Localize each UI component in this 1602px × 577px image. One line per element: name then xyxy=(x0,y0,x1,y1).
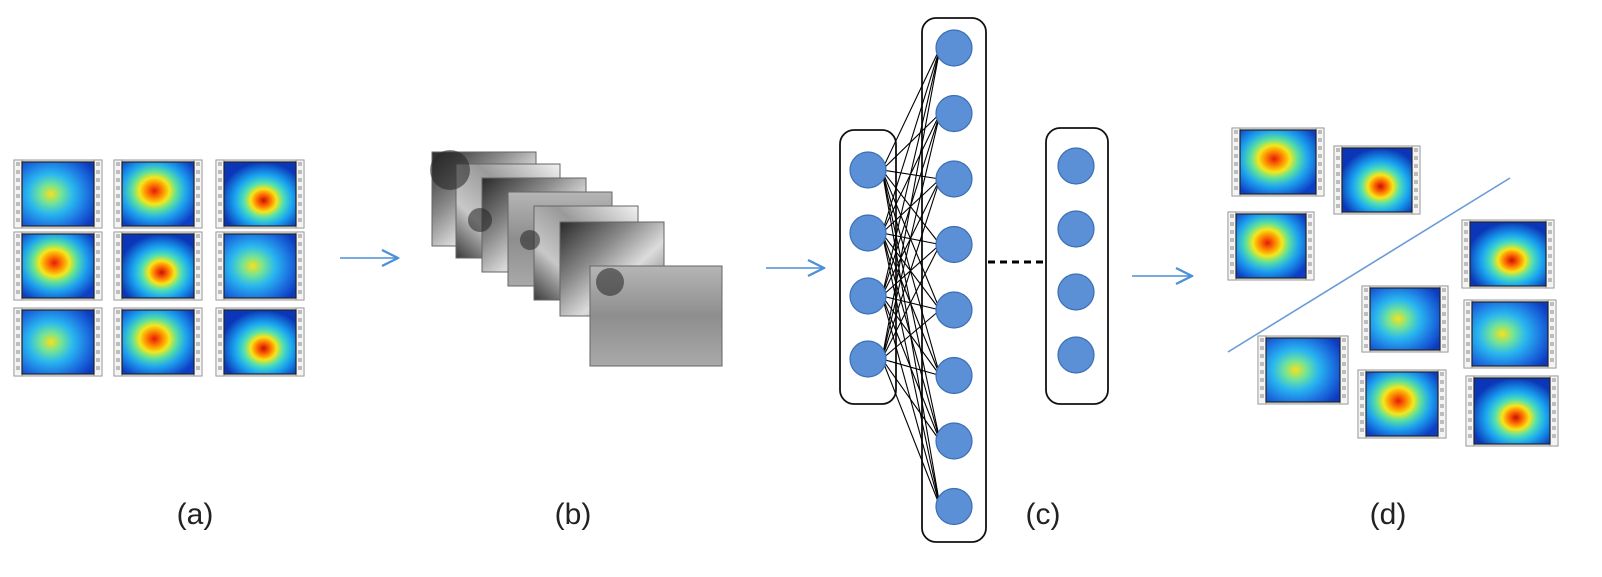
connection-edge xyxy=(881,47,941,234)
heatmap-frame-d xyxy=(1231,127,1325,197)
hidden-node xyxy=(935,160,973,198)
output-node xyxy=(1057,210,1095,248)
heatmap-frame-a xyxy=(215,231,305,301)
connection-edge xyxy=(881,232,941,376)
input-node xyxy=(849,151,887,189)
hidden-node xyxy=(935,94,973,133)
hidden-node xyxy=(935,422,973,460)
output-node xyxy=(1057,273,1095,311)
connection-edge xyxy=(881,47,941,360)
connection-edge xyxy=(881,232,941,246)
panel-c-label: (c) xyxy=(1025,498,1061,531)
connection-edge xyxy=(881,232,941,311)
heatmap-frame-d xyxy=(1257,335,1349,405)
connection-edge xyxy=(881,244,941,360)
hidden-node xyxy=(935,291,973,329)
connection-edge xyxy=(881,113,941,360)
connection-edge xyxy=(881,232,941,442)
heatmap-frame-a xyxy=(215,159,305,229)
connection-edge xyxy=(881,169,941,376)
output-node xyxy=(1057,147,1095,185)
heatmap-frame-a xyxy=(113,307,203,377)
connection-edge xyxy=(881,47,941,297)
hidden-node xyxy=(935,29,973,67)
hidden-node xyxy=(935,356,973,395)
panel-b-label: (b) xyxy=(554,498,592,531)
heatmap-frame-d xyxy=(1357,369,1447,439)
connection-edge xyxy=(881,358,941,442)
connection-edge xyxy=(881,309,941,360)
heatmap-frame-d xyxy=(1333,145,1421,215)
feature-map-blob xyxy=(596,268,624,296)
heatmap-frame-a xyxy=(13,307,103,377)
heatmap-frame-d xyxy=(1227,211,1315,281)
connection-edge xyxy=(881,169,941,245)
heatmap-frame-a xyxy=(215,307,305,377)
panel-a-label: (a) xyxy=(176,498,214,531)
heatmap-frame-a xyxy=(113,159,203,229)
heatmap-frame-d xyxy=(1463,299,1557,369)
heatmap-frame-d xyxy=(1361,285,1449,353)
feature-map-blob xyxy=(468,208,492,232)
output-node xyxy=(1057,336,1095,374)
output-layer-box xyxy=(1045,127,1109,405)
heatmap-frame-a xyxy=(113,231,203,301)
connection-edge xyxy=(881,358,941,377)
heatmap-frame-d xyxy=(1461,219,1555,289)
feature-map-blob xyxy=(430,150,470,190)
input-node xyxy=(849,277,887,315)
feature-map-blob xyxy=(520,230,540,250)
connection-edge xyxy=(881,178,941,360)
input-node xyxy=(849,214,887,252)
connection-edge xyxy=(881,295,941,507)
heatmap-frame-d xyxy=(1465,375,1559,447)
heatmap-frame-a xyxy=(13,231,103,301)
class-separator-line xyxy=(1227,177,1511,353)
panel-d-label: (d) xyxy=(1369,498,1407,531)
connection-edge xyxy=(881,295,941,311)
input-node xyxy=(849,340,887,378)
connection-edge xyxy=(881,169,941,311)
heatmap-frame-a xyxy=(13,159,103,229)
connection-edge xyxy=(881,358,941,507)
hidden-node xyxy=(935,487,973,526)
hidden-node xyxy=(935,225,973,264)
connection-edge xyxy=(881,47,941,171)
